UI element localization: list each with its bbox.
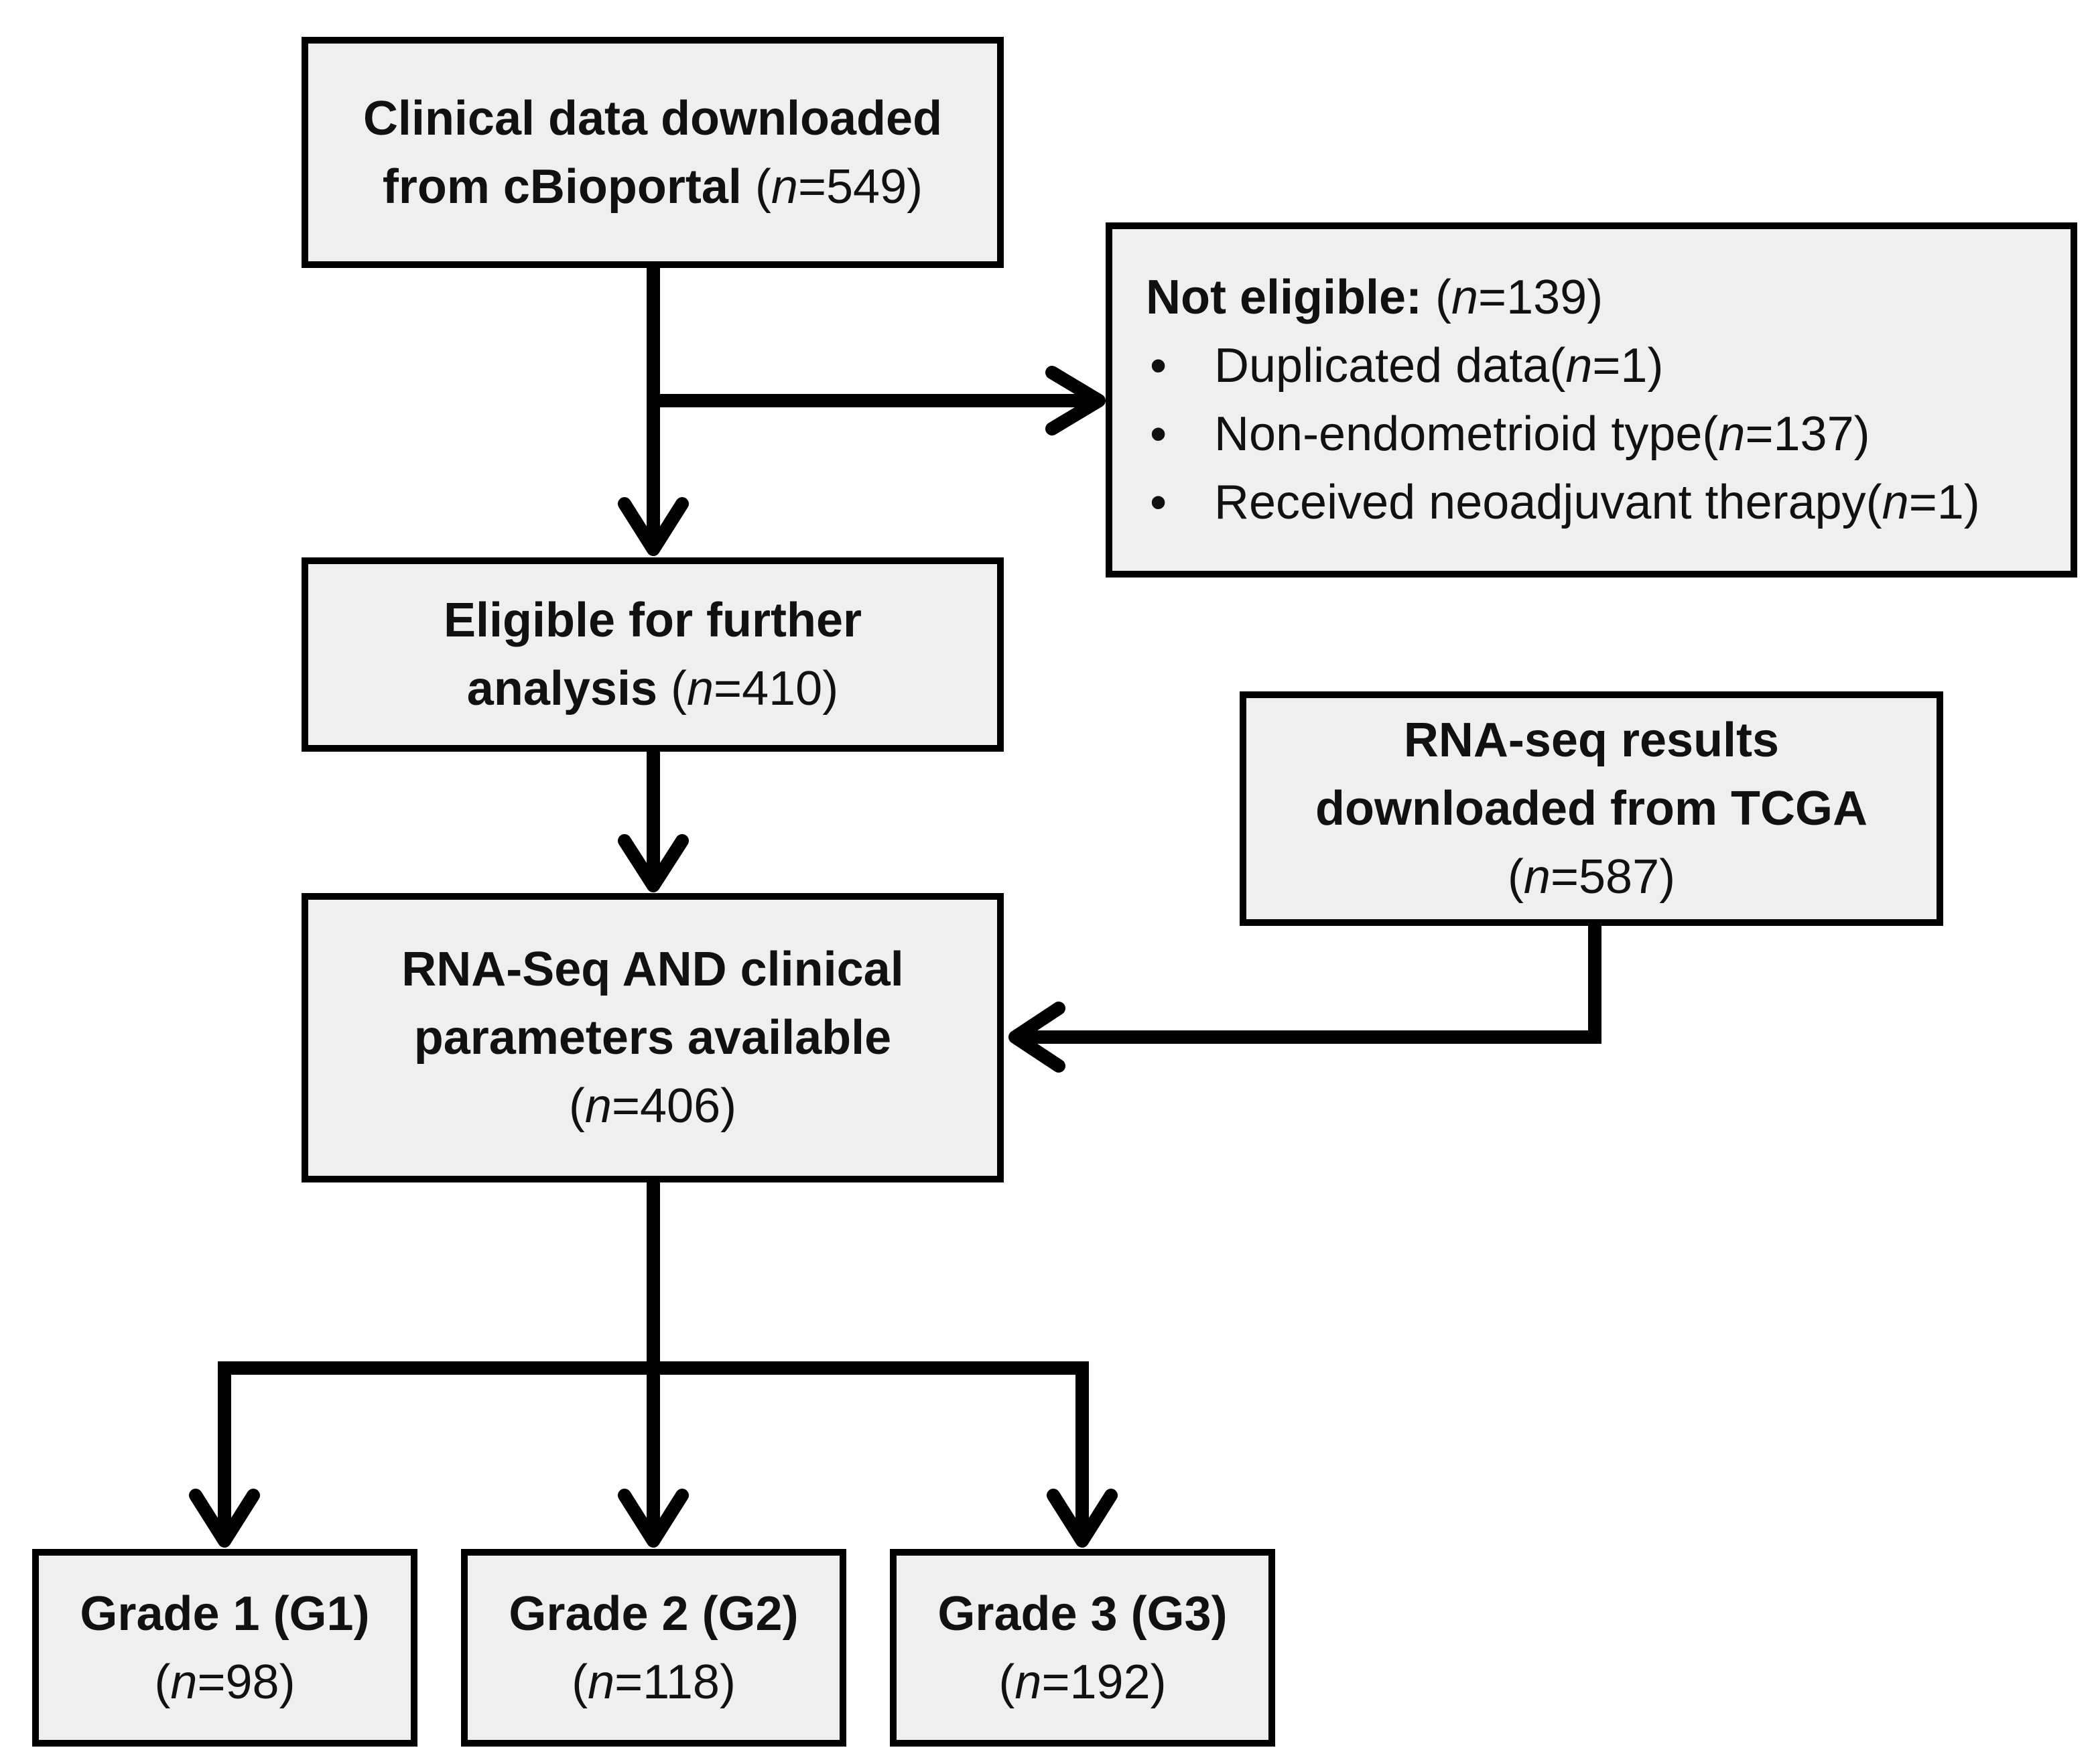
rnaseq-tcga-n-label: n: [1523, 850, 1551, 904]
rnaseq-clinical-n-prefix: (: [568, 1079, 585, 1133]
eligible-line1: Eligible for further: [443, 594, 862, 647]
not-eligible-n-prefix: (: [1435, 271, 1451, 324]
grade3-box: Grade 3 (G3) (n=192): [890, 1549, 1275, 1747]
grade3-n-prefix: (: [998, 1655, 1015, 1709]
not-eligible-item-n-label: n: [1882, 476, 1909, 529]
not-eligible-item-n-prefix: (: [1865, 476, 1882, 529]
clinical-data-n-prefix: (: [755, 159, 771, 214]
arrowhead-to-grade1: [189, 1489, 260, 1548]
not-eligible-n-label: n: [1451, 271, 1479, 324]
not-eligible-n-value: =139): [1478, 271, 1603, 324]
rnaseq-tcga-n: (n=587): [1508, 843, 1675, 911]
not-eligible-item-n-prefix: (: [1549, 339, 1566, 393]
grade2-n-value: =118): [614, 1655, 736, 1709]
grade2-n-label: n: [588, 1655, 615, 1709]
not-eligible-item-n-label: n: [1565, 339, 1593, 393]
not-eligible-item-n-value: =137): [1745, 407, 1870, 461]
grade1-n-value: =98): [197, 1655, 296, 1709]
grade2-box: Grade 2 (G2) (n=118): [461, 1549, 846, 1747]
arrowhead-to-grade3: [1047, 1489, 1118, 1548]
rnaseq-tcga-line2: downloaded from TCGA: [1315, 782, 1868, 835]
arrowhead-to-grade2: [618, 1489, 689, 1548]
not-eligible-item: • Received neoadjuvant therapy (n=1): [1146, 468, 1980, 537]
rnaseq-clinical-n-label: n: [584, 1079, 612, 1133]
eligible-line2: analysis (n=410): [467, 655, 838, 723]
arrowhead-from-tcga: [1008, 1002, 1065, 1073]
clinical-data-n-value: =549): [797, 159, 923, 214]
rnaseq-clinical-n: (n=406): [569, 1072, 736, 1140]
not-eligible-item-text: Non-endometrioid type: [1214, 407, 1703, 461]
grade1-n-prefix: (: [154, 1655, 171, 1709]
not-eligible-item-text: Received neoadjuvant therapy: [1214, 476, 1866, 529]
eligible-n-value: =410): [714, 662, 839, 716]
rnaseq-tcga-line1: RNA-seq results: [1403, 714, 1780, 767]
clinical-data-source: from cBioportal: [382, 159, 742, 214]
grade3-n-value: =192): [1041, 1655, 1167, 1709]
connector-grade-branch: [218, 1361, 1089, 1534]
bullet-icon: •: [1150, 339, 1167, 393]
clinical-data-box: Clinical data downloaded from cBioportal…: [302, 37, 1004, 268]
rnaseq-tcga-n-prefix: (: [1507, 850, 1524, 904]
clinical-data-n-label: n: [771, 159, 798, 214]
not-eligible-item-n-value: =1): [1592, 339, 1664, 393]
not-eligible-item-text: Duplicated data: [1214, 339, 1550, 393]
grade1-n-label: n: [170, 1655, 198, 1709]
eligible-line2-bold: analysis: [466, 662, 657, 716]
arrowhead-to-eligible: [618, 497, 689, 556]
eligible-box: Eligible for further analysis (n=410): [302, 557, 1004, 752]
not-eligible-title-line: Not eligible: (n=139): [1146, 263, 1603, 332]
connector-tcga-to-rnaseq-clinical: [1019, 925, 1601, 1044]
rnaseq-clinical-line2: parameters available: [413, 1011, 892, 1065]
grade1-box: Grade 1 (G1) (n=98): [32, 1549, 417, 1747]
bullet-icon: •: [1150, 476, 1167, 529]
not-eligible-title: Not eligible:: [1146, 271, 1422, 324]
bullet-icon: •: [1150, 407, 1167, 461]
grade2-n-prefix: (: [572, 1655, 588, 1709]
eligible-n-label: n: [687, 662, 714, 716]
grade3-n: (n=192): [998, 1648, 1166, 1716]
not-eligible-item-n-label: n: [1718, 407, 1746, 461]
arrowhead-to-rnaseq-clinical: [618, 834, 689, 892]
not-eligible-item: • Non-endometrioid type (n=137): [1146, 400, 1870, 468]
grade1-title: Grade 1 (G1): [80, 1586, 370, 1641]
grade2-n: (n=118): [572, 1648, 736, 1716]
grade3-n-label: n: [1014, 1655, 1042, 1709]
rnaseq-clinical-line1: RNA-Seq AND clinical: [401, 943, 904, 996]
not-eligible-item-n-value: =1): [1908, 476, 1980, 529]
not-eligible-item: • Duplicated data (n=1): [1146, 332, 1663, 400]
eligible-n-prefix: (: [671, 662, 687, 716]
not-eligible-item-n-prefix: (: [1702, 407, 1719, 461]
rnaseq-clinical-n-value: =406): [611, 1079, 737, 1133]
clinical-data-line2: from cBioportal (n=549): [383, 153, 923, 221]
grade3-title: Grade 3 (G3): [937, 1586, 1228, 1641]
arrowhead-to-not-eligible: [1045, 366, 1106, 435]
grade1-n: (n=98): [154, 1648, 295, 1716]
rnaseq-tcga-n-value: =587): [1550, 850, 1676, 904]
rnaseq-clinical-box: RNA-Seq AND clinical parameters availabl…: [302, 893, 1004, 1182]
rnaseq-tcga-box: RNA-seq results downloaded from TCGA (n=…: [1240, 691, 1943, 926]
not-eligible-box: Not eligible: (n=139) • Duplicated data …: [1106, 222, 2077, 578]
grade2-title: Grade 2 (G2): [509, 1586, 799, 1641]
clinical-data-line1: Clinical data downloaded: [363, 91, 943, 145]
